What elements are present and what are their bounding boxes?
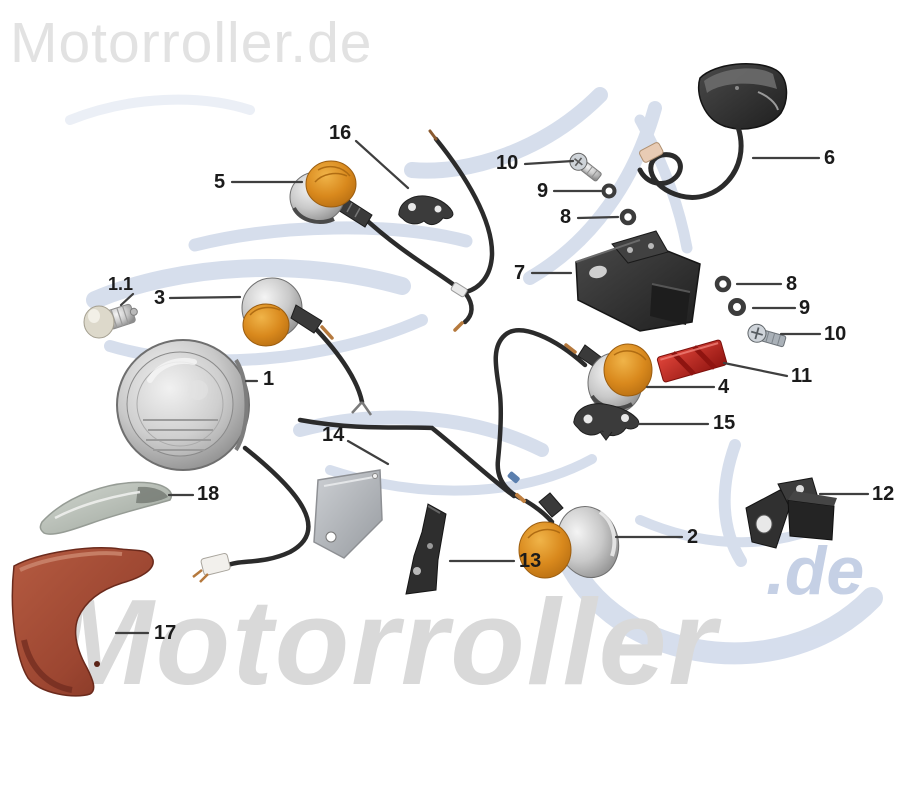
callout-13: 13	[519, 550, 542, 572]
screw-part-10-right	[747, 323, 787, 348]
headlight-part	[116, 339, 250, 471]
bracket-part-16	[398, 195, 454, 226]
watermark-bottom-de: .de	[766, 533, 865, 609]
callout-5: 5	[214, 171, 226, 193]
license-plate-bracket-part	[575, 230, 701, 332]
turn-signal-part-2	[518, 492, 620, 579]
callout-2: 2	[687, 526, 699, 548]
front-mask-part	[11, 547, 154, 697]
callout-1: 1	[263, 368, 275, 390]
callout-15: 15	[713, 412, 736, 434]
wiring-harness	[223, 136, 588, 569]
washer-part-9-left	[601, 183, 617, 199]
callout-1-1: 1.1	[108, 274, 134, 294]
callout-12: 12	[872, 483, 895, 505]
bracket-part-12	[745, 477, 837, 549]
callout-10-left: 10	[496, 152, 519, 174]
callout-8-left: 8	[560, 206, 572, 228]
tail-light-part	[637, 62, 788, 200]
turn-signal-part-5	[289, 160, 373, 228]
turn-signal-part-4	[564, 343, 653, 414]
callout-9-right: 9	[799, 297, 811, 319]
watermark-top-logo: Motorroller.de	[10, 11, 373, 75]
washer-part-8-left	[619, 208, 637, 226]
callout-7: 7	[514, 262, 526, 284]
wire-ends	[192, 129, 526, 583]
turn-signal-part-3	[241, 277, 334, 347]
callout-11: 11	[791, 365, 813, 387]
bracket-part-15	[573, 403, 640, 441]
reflector-part	[656, 339, 728, 383]
callout-8-right: 8	[786, 273, 798, 295]
callout-18: 18	[197, 483, 220, 505]
watermark-bottom-logo: Motorroller	[52, 574, 718, 710]
windscreen-part	[39, 481, 172, 535]
callout-3: 3	[154, 287, 166, 309]
callout-14: 14	[322, 424, 345, 446]
screw-part-10-left	[569, 152, 602, 182]
leader-lines	[114, 139, 870, 635]
callout-17: 17	[154, 622, 177, 644]
washer-part-8-right	[714, 275, 732, 293]
callout-16: 16	[329, 122, 352, 144]
washer-part-9-right	[728, 298, 746, 316]
callout-4: 4	[718, 376, 730, 398]
callout-6: 6	[824, 147, 836, 169]
callout-10-right: 10	[824, 323, 847, 345]
bulb-part	[83, 303, 138, 339]
mount-plate-silver	[313, 469, 383, 559]
mount-plate-part-13	[405, 503, 447, 595]
callout-9-left: 9	[537, 180, 549, 202]
